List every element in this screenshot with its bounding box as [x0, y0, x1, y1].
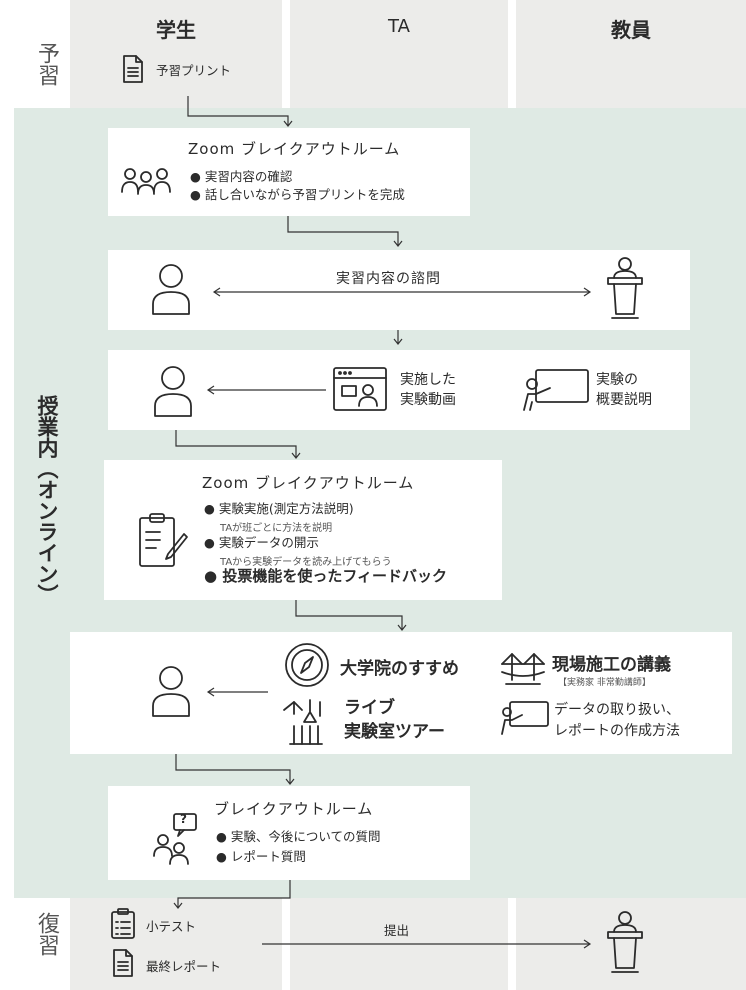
step4-item-1-sub: TAが班ごとに方法を説明 — [220, 523, 333, 534]
report-document-icon — [113, 949, 133, 977]
header-teacher: 教員 — [611, 18, 651, 42]
step2-box — [108, 250, 690, 330]
step4-item-2: ● 実験データの開示 — [204, 535, 319, 550]
header-ta: TA — [388, 16, 410, 37]
step4-item-2-sub: TAから実験データを読み上げてもらう — [220, 557, 392, 568]
group-people-icon — [121, 168, 171, 195]
step4-item-1: ● 実験実施(測定方法説明) — [204, 501, 354, 516]
bridge-icon — [501, 653, 545, 685]
question-people-icon — [153, 813, 197, 865]
review-submit-label: 提出 — [384, 923, 410, 938]
question-mark: ? — [180, 812, 187, 826]
step6-bullet-1: ● 実験、今後についての質問 — [216, 829, 381, 844]
step1-bullet-2: ● 話し合いながら予習プリントを完成 — [190, 187, 405, 202]
step1-box — [108, 128, 470, 216]
step6-title: ブレイクアウトルーム — [214, 800, 374, 818]
presenter-board-icon — [523, 369, 589, 411]
compass-icon — [285, 643, 329, 687]
step3-box — [108, 350, 690, 430]
step4-item-3: ● 投票機能を使ったフィードバック — [204, 567, 448, 585]
step1-title: Zoom ブレイクアウトルーム — [188, 140, 401, 158]
step5-grad-label: 大学院のすすめ — [340, 659, 459, 679]
lab-equipment-icon — [283, 699, 323, 745]
step6-box — [108, 786, 470, 880]
step5-field-sub: 【実務家 非常勤講師】 — [558, 678, 651, 688]
video-screen-icon — [333, 367, 387, 411]
review-quiz-label: 小テスト — [146, 919, 197, 934]
step3-overview-label: 実験の 概要説明 — [596, 372, 652, 408]
presenter-board-icon — [501, 701, 549, 735]
header-student: 学生 — [156, 18, 196, 42]
teacher-podium-icon — [607, 911, 643, 973]
quiz-clipboard-icon — [111, 908, 135, 939]
phase-prep-label: 予習 — [34, 42, 59, 86]
step4-box — [104, 460, 502, 600]
phase-review-label: 復習 — [34, 912, 59, 956]
teacher-podium-icon — [607, 257, 643, 319]
phase-inclass-label: 授業内（オンライン） — [35, 395, 59, 605]
step3-video-label: 実施した 実験動画 — [400, 372, 456, 408]
clipboard-checklist-icon — [139, 513, 188, 567]
step4-title: Zoom ブレイクアウトルーム — [202, 474, 415, 492]
step5-lab-label: ライブ 実験室ツアー — [344, 698, 445, 742]
step2-label: 実習内容の諮問 — [336, 271, 441, 287]
student-person-icon — [152, 264, 190, 315]
step6-bullet-2: ● レポート質問 — [216, 849, 306, 864]
step5-field-label: 現場施工の講義 — [552, 655, 671, 675]
step1-bullet-1: ● 実習内容の確認 — [190, 169, 293, 184]
prep-print-label: 予習プリント — [156, 63, 232, 78]
review-report-label: 最終レポート — [146, 959, 222, 974]
step5-data-label: データの取り扱い、 レポートの作成方法 — [554, 702, 680, 739]
print-document-icon — [123, 55, 143, 83]
student-person-icon — [152, 666, 190, 717]
student-person-icon — [154, 366, 192, 417]
step5-box — [70, 632, 732, 754]
